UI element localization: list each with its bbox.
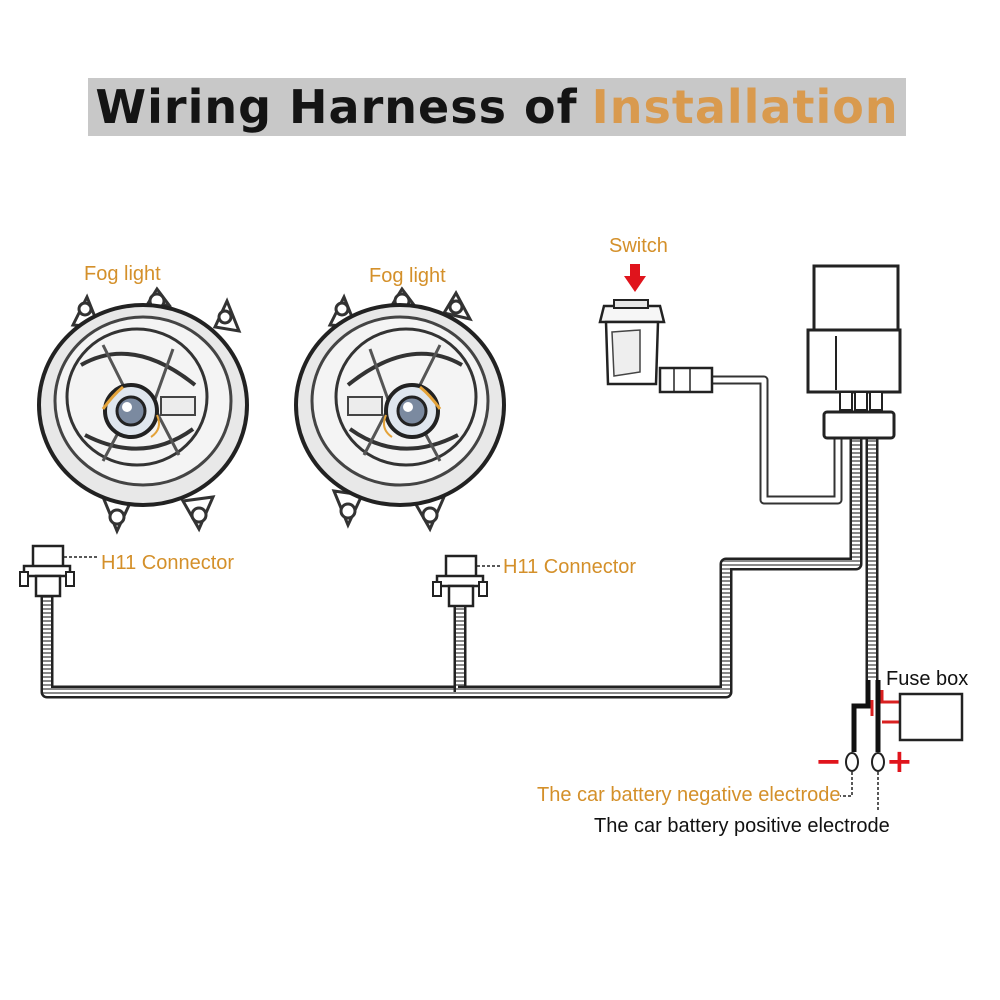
fog-light-left-label: Fog light [84,263,161,285]
fog-light-left [37,286,249,535]
switch-arrow-icon [624,264,646,292]
title-part-wiring: Wiring Harness of [95,80,578,134]
negative-leader [840,772,853,797]
battery-negative-label: The car battery negative electrode [537,784,841,806]
rocker-switch [598,299,714,394]
positive-sign: + [886,742,913,780]
h11-left-label: H11 Connector [101,552,234,574]
title-part-installation: Installation [591,80,899,134]
h11-right-label: H11 Connector [503,556,636,578]
fog-light-right [294,286,506,533]
relay [806,264,902,440]
positive-terminal [871,752,885,772]
battery-positive-label: The car battery positive electrode [594,815,890,837]
negative-sign: − [815,742,842,780]
fuse-box [898,692,964,742]
negative-terminal [845,752,859,772]
fuse-box-label: Fuse box [886,668,968,690]
fog-light-right-label: Fog light [369,265,446,287]
switch-label: Switch [609,235,668,257]
h11-connector-left [19,544,75,598]
h11-connector-right [432,554,488,608]
wire-harness [40,375,902,752]
